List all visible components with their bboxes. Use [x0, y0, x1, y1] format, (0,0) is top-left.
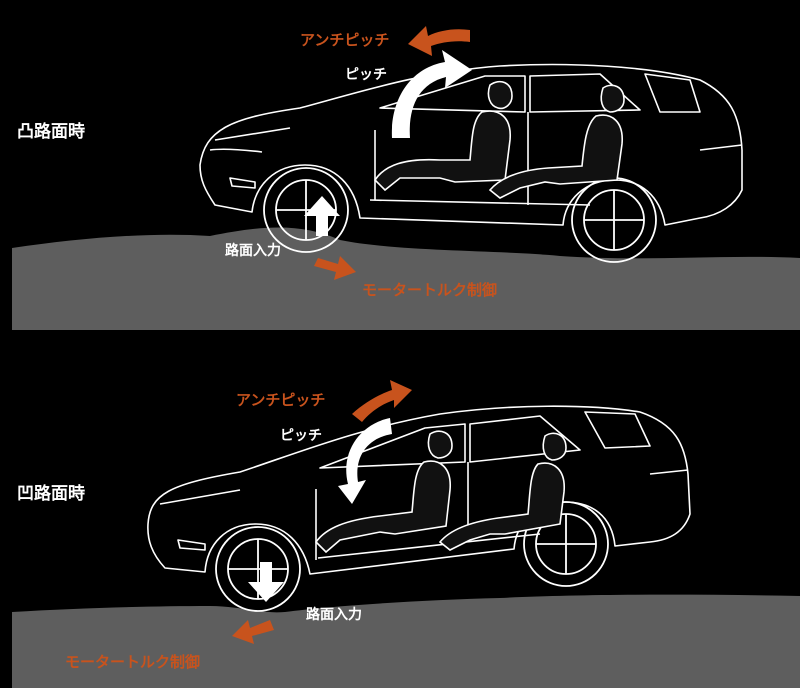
anti-pitch-label: アンチピッチ [236, 391, 326, 409]
suv-outline [199, 63, 743, 226]
motor-torque-label: モータートルク制御 [362, 281, 498, 299]
front-wheel [263, 167, 349, 253]
road-surface [12, 227, 800, 330]
front-wheel [215, 526, 301, 612]
bump-road-panel: 凸路面時 アンチピッチ ピッチ 路面入力 モータートルク制御 [12, 26, 800, 330]
pitch-label: ピッチ [345, 67, 387, 83]
motor-torque-arrow-icon [314, 256, 356, 280]
pitch-arrow-icon [338, 418, 392, 504]
pitch-arrow-icon [391, 50, 472, 138]
motor-torque-arrow-icon [232, 620, 274, 644]
bump-road-scene [12, 26, 800, 330]
rear-wheel [523, 501, 609, 587]
anti-pitch-arrow-icon [352, 380, 412, 422]
section-label: 凸路面時 [17, 122, 85, 142]
road-surface [12, 594, 800, 688]
dip-road-panel: 凹路面時 アンチピッチ ピッチ 路面入力 モータートルク制御 [0, 344, 800, 688]
dip-road-scene [12, 380, 800, 688]
passenger-figures [373, 80, 625, 199]
section-label: 凹路面時 [17, 484, 85, 504]
road-input-arrow-icon [248, 562, 284, 602]
road-input-arrow-icon [304, 196, 340, 236]
road-input-label: 路面入力 [225, 243, 281, 259]
anti-pitch-label: アンチピッチ [300, 31, 390, 49]
motor-torque-label: モータートルク制御 [65, 653, 201, 671]
rear-wheel [571, 177, 657, 263]
road-input-label: 路面入力 [306, 607, 362, 623]
pitch-label: ピッチ [280, 428, 322, 444]
passenger-figures [314, 430, 567, 554]
anti-pitch-arrow-icon [408, 26, 470, 56]
